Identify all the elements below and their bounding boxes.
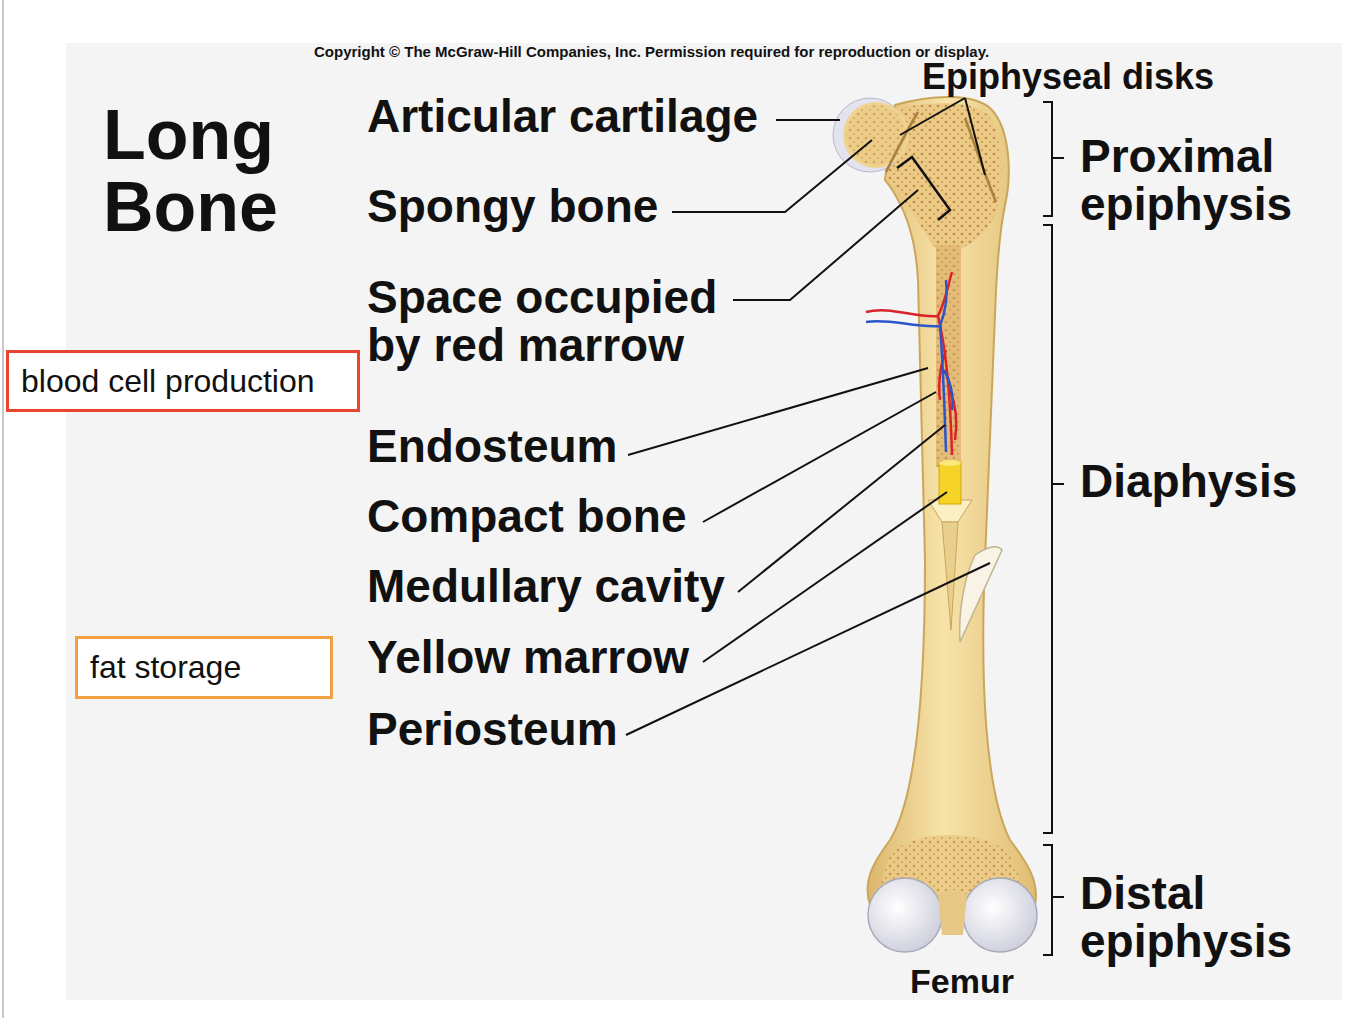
periosteum-flap bbox=[960, 547, 1002, 642]
part-label: Epiphyseal disks bbox=[922, 57, 1214, 97]
leader-line bbox=[628, 368, 928, 455]
region-bracket bbox=[1043, 102, 1064, 216]
function-note-box: fat storage bbox=[75, 636, 333, 699]
leader-line bbox=[900, 98, 965, 135]
region-label: Distal epiphysis bbox=[1080, 869, 1320, 965]
diagram-title: Long Bone bbox=[103, 99, 323, 243]
region-label: Proximal epiphysis bbox=[1080, 132, 1320, 228]
part-label: Endosteum bbox=[367, 422, 617, 470]
intercondylar-notch bbox=[938, 890, 967, 935]
panel-background bbox=[66, 43, 1342, 1000]
leader-line bbox=[733, 190, 918, 300]
part-label: Periosteum bbox=[367, 705, 618, 753]
region-bracket bbox=[1043, 845, 1064, 955]
vein bbox=[866, 280, 953, 452]
red-marrow-space bbox=[936, 245, 961, 467]
leader-line bbox=[738, 425, 945, 592]
marrow-bracket bbox=[897, 157, 950, 220]
leader-line bbox=[703, 392, 936, 522]
yellow-marrow bbox=[939, 462, 961, 504]
page-border bbox=[2, 0, 4, 1018]
region-bracket bbox=[1043, 225, 1064, 833]
cut-groove bbox=[942, 522, 958, 630]
leader-line bbox=[965, 98, 985, 175]
yellow-marrow-top bbox=[939, 460, 961, 466]
leader-line bbox=[672, 140, 872, 212]
part-label: Spongy bone bbox=[367, 182, 658, 230]
leader-line bbox=[776, 119, 840, 121]
note-text: fat storage bbox=[90, 649, 241, 686]
part-label: Articular cartilage bbox=[367, 92, 758, 140]
part-label: Yellow marrow bbox=[367, 633, 689, 681]
medial-condyle bbox=[868, 878, 942, 952]
femur-outline bbox=[868, 97, 1036, 905]
part-label: Space occupied by red marrow bbox=[367, 273, 739, 369]
note-text: blood cell production bbox=[21, 363, 315, 400]
region-brackets bbox=[1043, 102, 1064, 955]
head-spongy-bone bbox=[846, 105, 906, 165]
region-label: Diaphysis bbox=[1080, 457, 1297, 505]
femoral-head bbox=[843, 102, 909, 168]
bone-name: Femur bbox=[910, 962, 1014, 1000]
medullary-cavity bbox=[936, 245, 961, 467]
lateral-condyle bbox=[963, 878, 1037, 952]
function-note-box: blood cell production bbox=[6, 350, 360, 412]
part-label: Compact bone bbox=[367, 492, 686, 540]
copyright-note: Copyright © The McGraw-Hill Companies, I… bbox=[314, 43, 989, 61]
leader-line bbox=[703, 492, 947, 662]
part-label: Medullary cavity bbox=[367, 562, 725, 610]
